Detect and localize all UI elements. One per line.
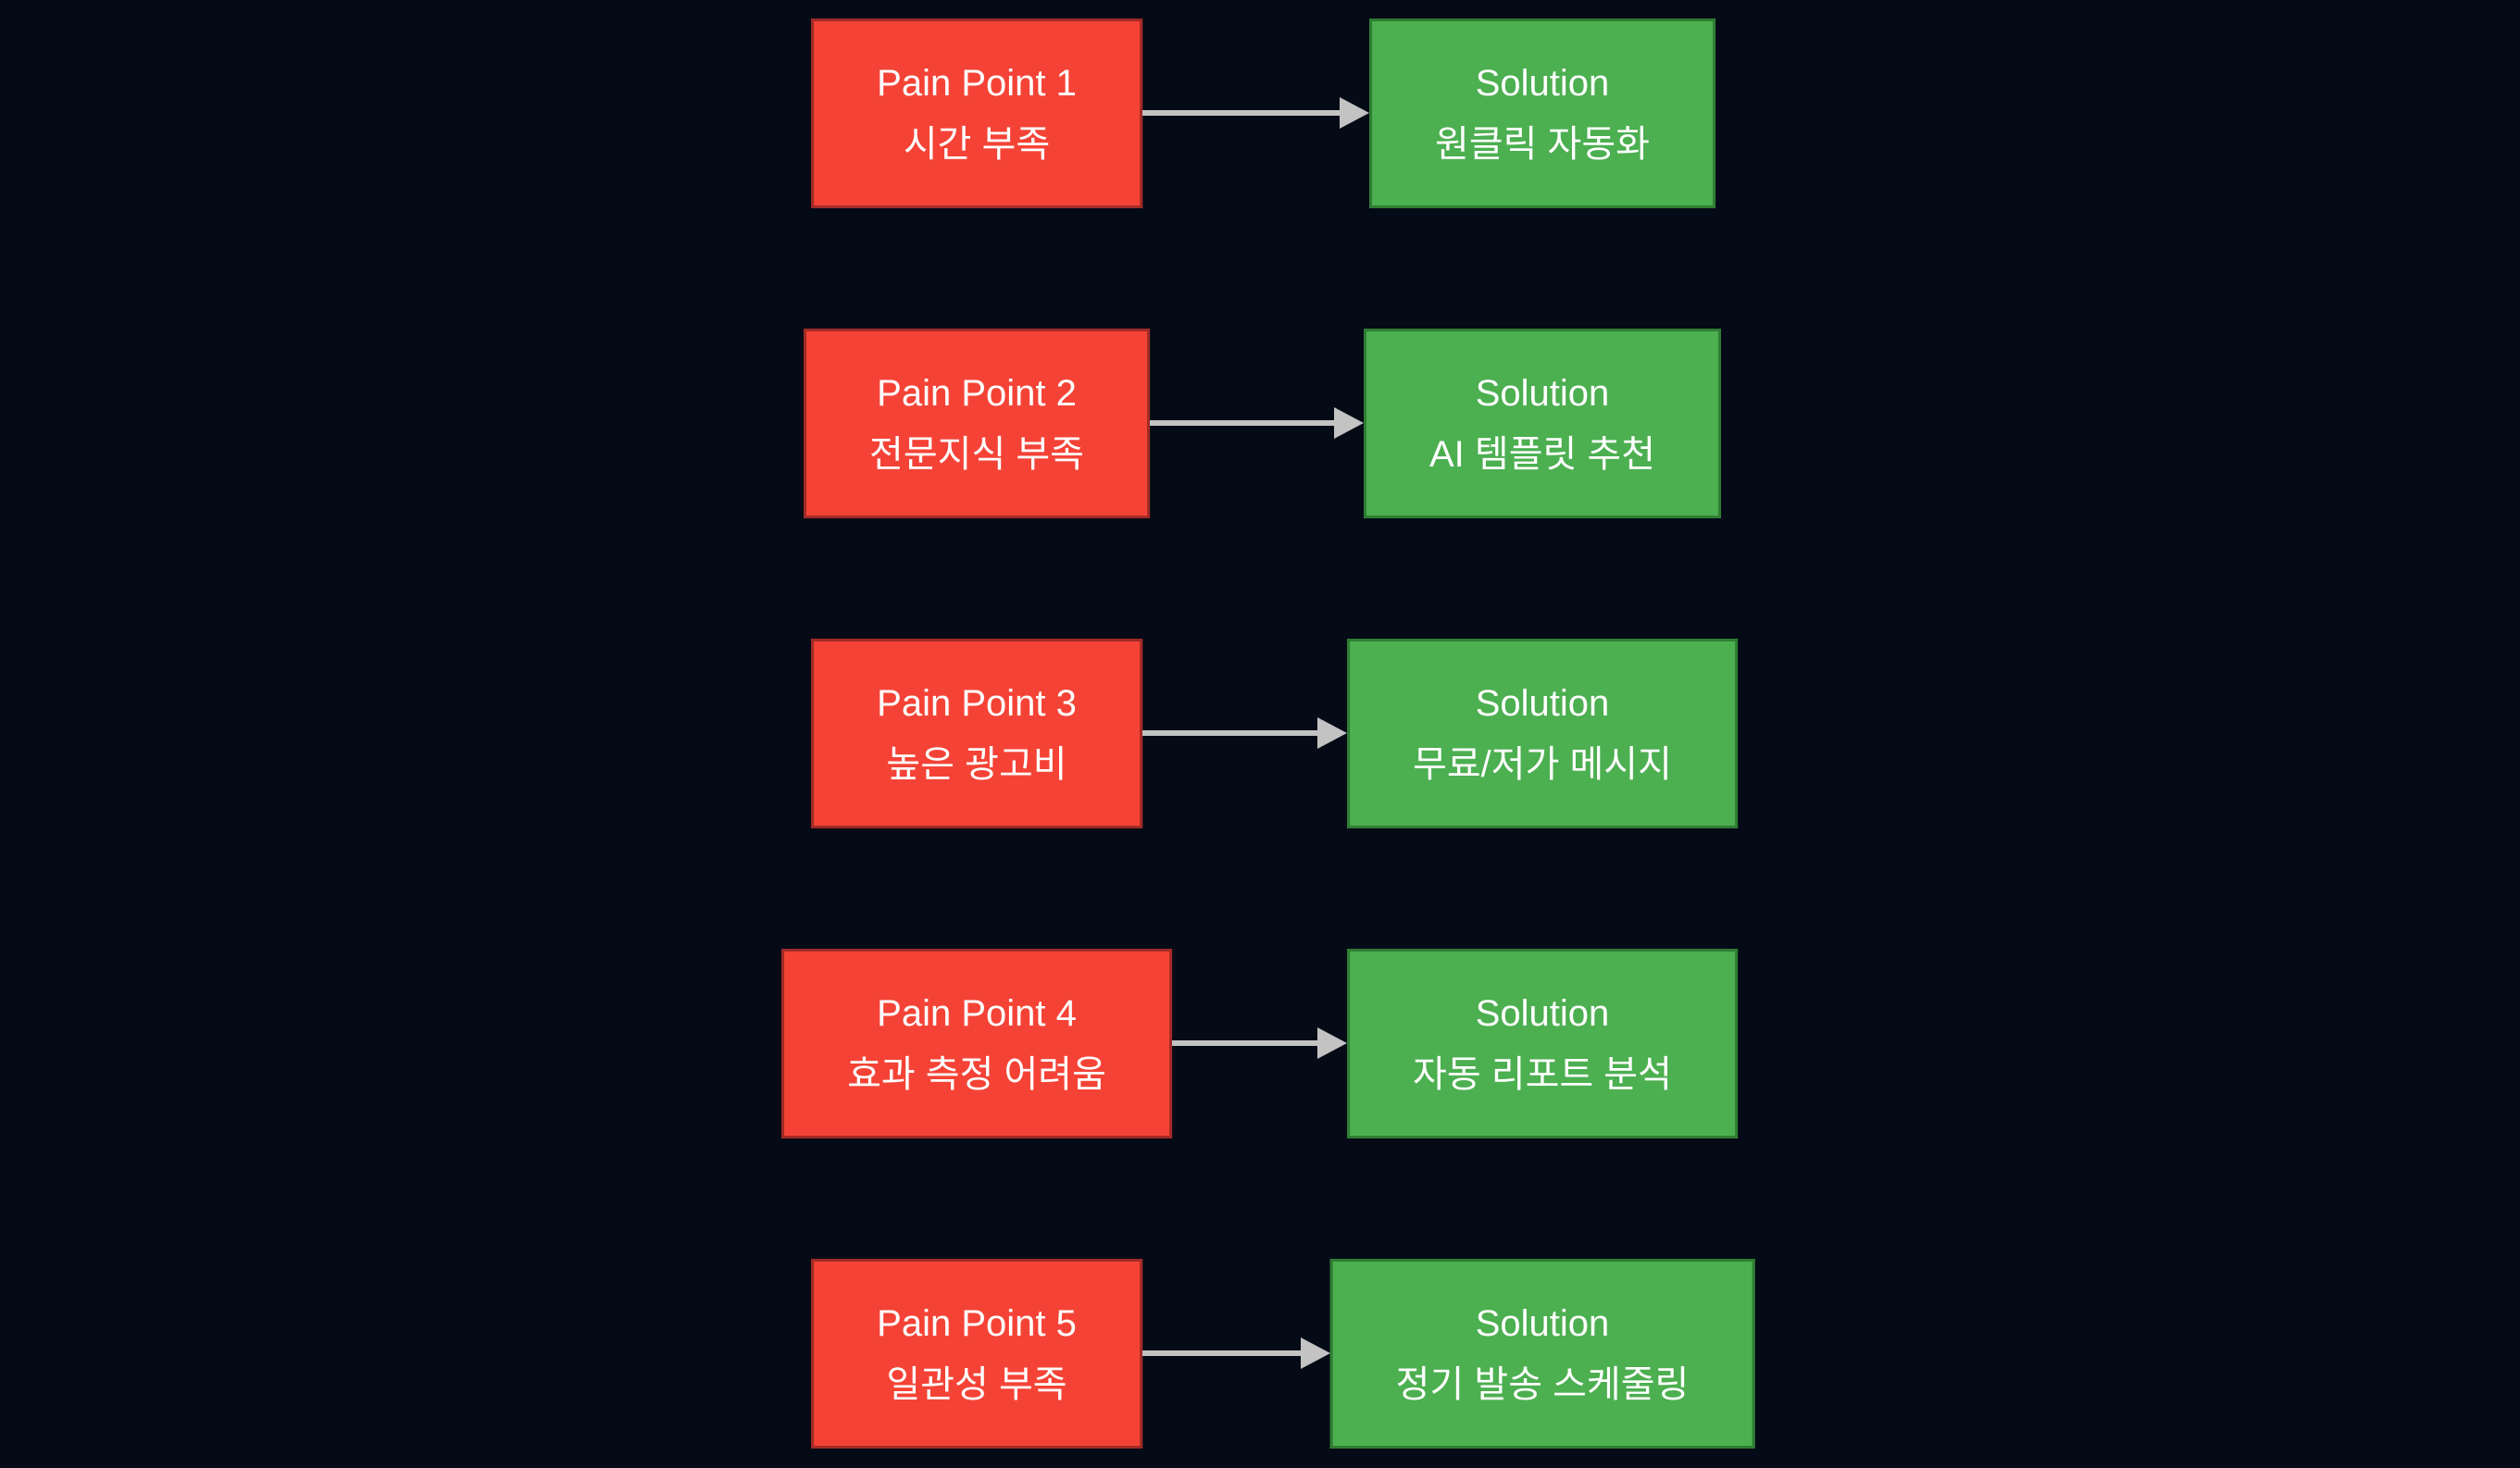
pain-point-box: Pain Point 2 전문지식 부족 [804,329,1150,518]
diagram-row: Pain Point 4 효과 측정 어려움 Solution 자동 리포트 분… [0,949,2520,1138]
solution-desc: 무료/저가 메시지 [1413,743,1672,785]
arrow-line [1141,730,1318,736]
pain-point-desc: 일관성 부족 [886,1363,1067,1405]
solution-box: Solution 원클릭 자동화 [1369,19,1715,208]
pain-point-title: Pain Point 3 [877,682,1077,724]
pain-point-title: Pain Point 2 [877,372,1077,414]
pain-point-desc: 전문지식 부족 [869,433,1084,475]
solution-desc: 원클릭 자동화 [1435,123,1650,165]
pain-point-box: Pain Point 3 높은 광고비 [811,639,1142,828]
solution-desc: 정기 발송 스케줄링 [1395,1363,1690,1405]
arrow-line [1141,110,1341,116]
pain-point-desc: 시간 부족 [903,123,1051,165]
pain-point-desc: 효과 측정 어려움 [847,1053,1106,1095]
arrow-connector [1141,717,1348,749]
diagram-row: Pain Point 5 일관성 부족 Solution 정기 발송 스케줄링 [0,1259,2520,1449]
arrow-connector [1141,97,1370,129]
solution-box: Solution AI 템플릿 추천 [1363,329,1722,518]
solution-box: Solution 무료/저가 메시지 [1347,639,1738,828]
solution-title: Solution [1475,682,1610,724]
arrow-head-icon [1300,1337,1330,1369]
arrow-line [1141,1350,1301,1356]
pain-point-desc: 높은 광고비 [886,743,1067,785]
solution-title: Solution [1475,372,1610,414]
arrow-connector [1141,1337,1330,1369]
solution-title: Solution [1475,62,1610,104]
solution-desc: AI 템플릿 추천 [1428,433,1656,475]
arrow-head-icon [1317,1027,1348,1059]
diagram-row: Pain Point 3 높은 광고비 Solution 무료/저가 메시지 [0,639,2520,828]
pain-point-title: Pain Point 5 [877,1302,1077,1344]
pain-point-box: Pain Point 5 일관성 부족 [811,1259,1142,1449]
arrow-head-icon [1317,717,1348,749]
arrow-head-icon [1340,97,1370,129]
arrow-line [1149,420,1334,426]
solution-desc: 자동 리포트 분석 [1413,1053,1672,1095]
solution-title: Solution [1475,1302,1610,1344]
arrow-line [1171,1040,1318,1046]
arrow-head-icon [1333,407,1364,439]
pain-point-box: Pain Point 4 효과 측정 어려움 [781,949,1172,1138]
arrow-connector [1171,1027,1348,1059]
arrow-connector [1149,407,1364,439]
pain-point-box: Pain Point 1 시간 부족 [811,19,1142,208]
pain-point-title: Pain Point 4 [877,992,1077,1034]
solution-title: Solution [1475,992,1610,1034]
diagram-row: Pain Point 1 시간 부족 Solution 원클릭 자동화 [0,19,2520,208]
diagram-row: Pain Point 2 전문지식 부족 Solution AI 템플릿 추천 [0,329,2520,518]
solution-box: Solution 정기 발송 스케줄링 [1329,1259,1755,1449]
solution-box: Solution 자동 리포트 분석 [1347,949,1738,1138]
pain-point-title: Pain Point 1 [877,62,1077,104]
